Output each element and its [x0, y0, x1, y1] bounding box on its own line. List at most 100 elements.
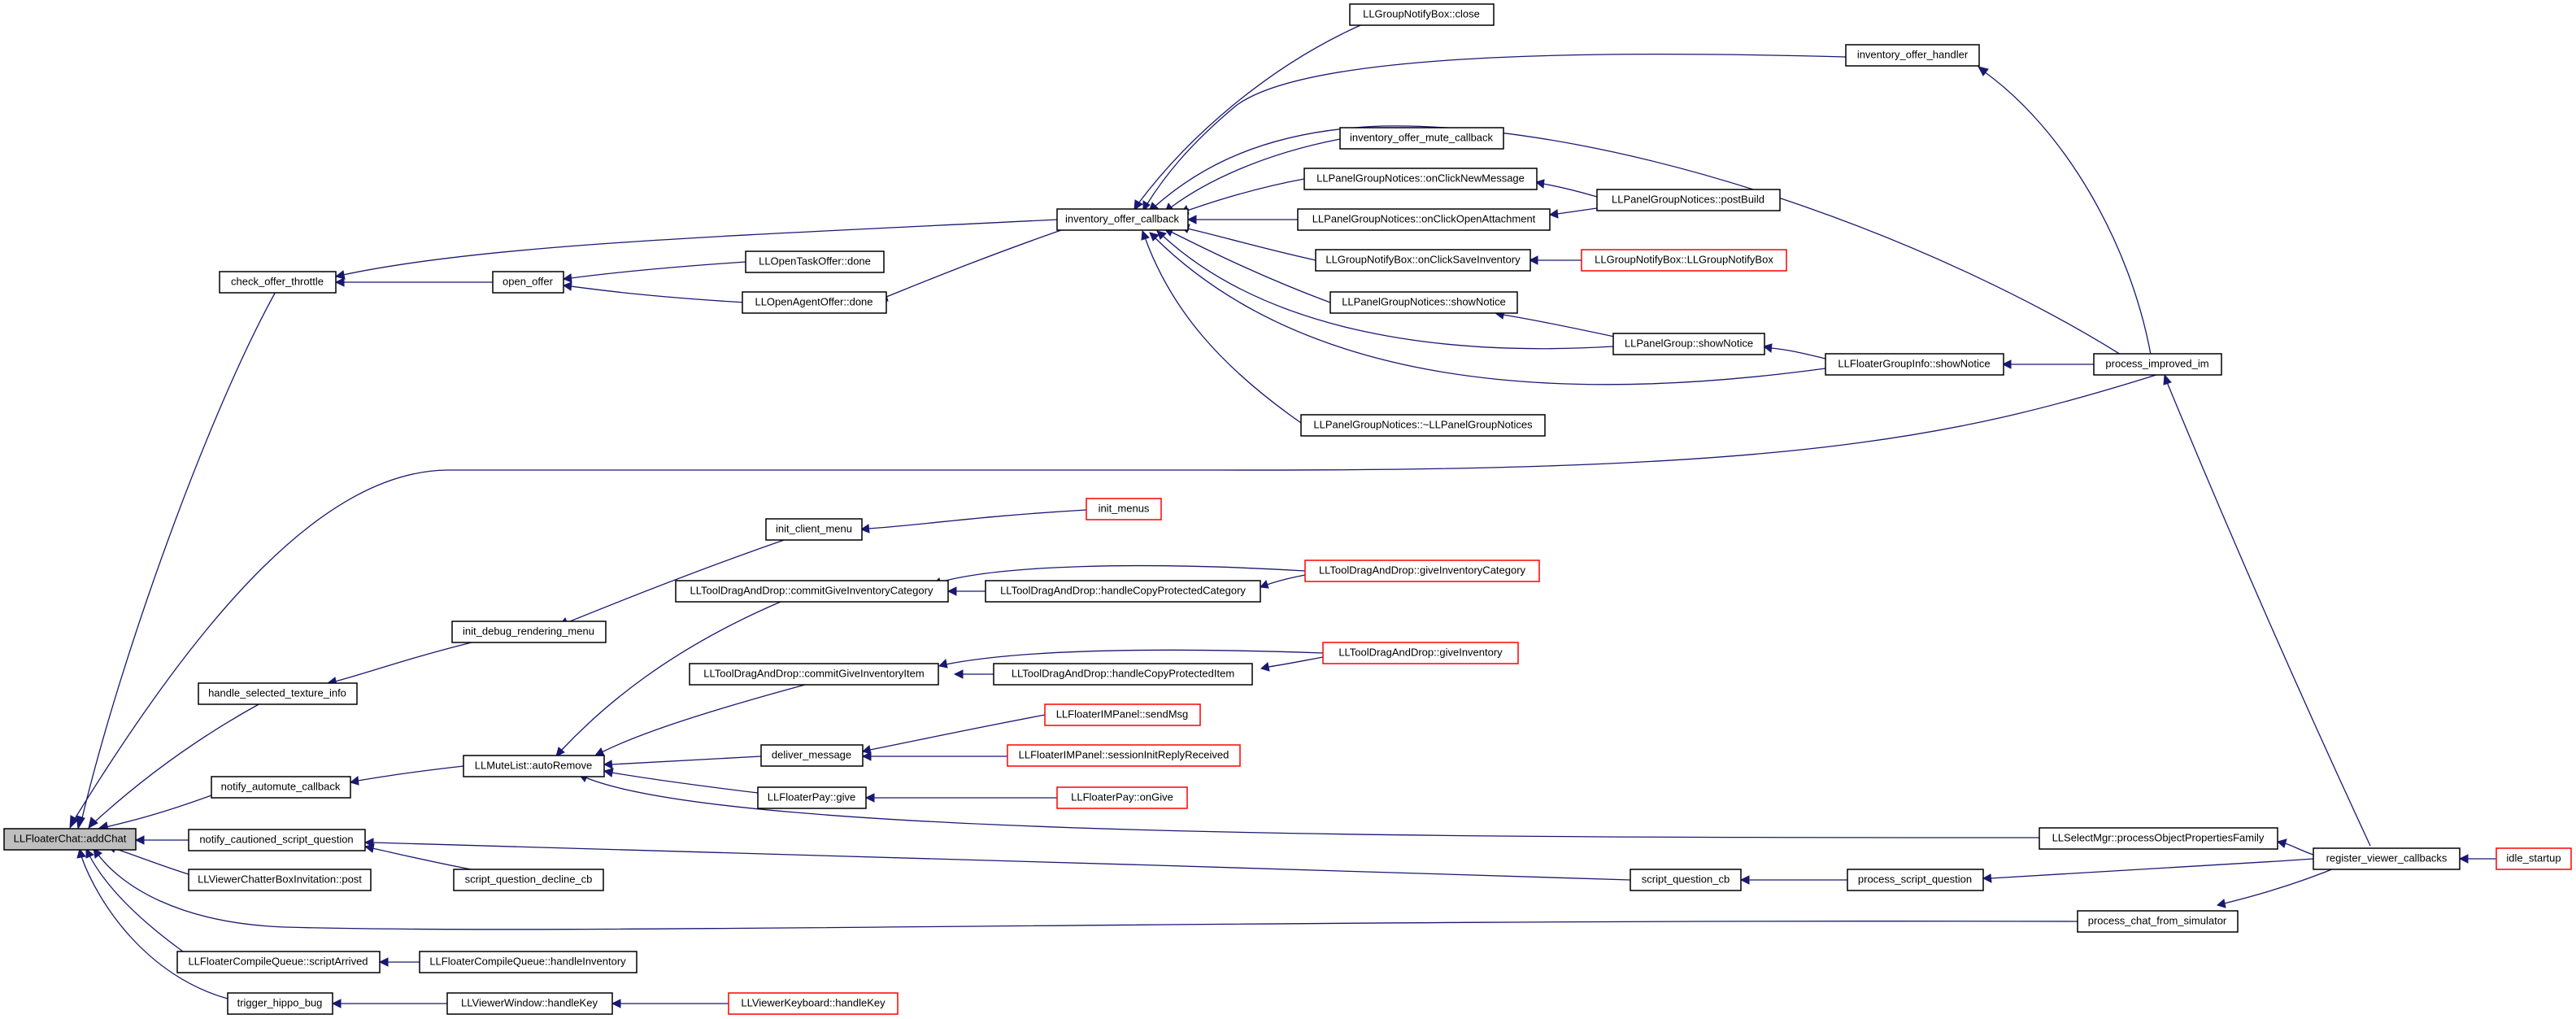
- arrowhead: [1134, 199, 1143, 211]
- node-notify-cautioned-script-question[interactable]: notify_cautioned_script_question: [188, 829, 366, 851]
- edge-chatterbox-to-addchat: [113, 847, 189, 875]
- node-viewerkeyboard-handlekey[interactable]: LLViewerKeyboard::handleKey: [728, 992, 899, 1015]
- node-label: LLToolDragAndDrop::commitGiveInventoryIt…: [703, 667, 924, 679]
- arrowhead: [1186, 215, 1197, 224]
- edge-register-to-psq: [1990, 858, 2314, 879]
- node-viewerwindow-handlekey[interactable]: LLViewerWindow::handleKey: [446, 992, 613, 1015]
- node-label: LLViewerChatterBoxInvitation::post: [198, 873, 362, 885]
- edge-offer-callback-to-openagent: [886, 229, 1062, 298]
- node-label: LLViewerKeyboard::handleKey: [741, 996, 886, 1008]
- node-openagent-done[interactable]: LLOpenAgentOffer::done: [742, 291, 887, 314]
- node-mutelist-autoremove[interactable]: LLMuteList::autoRemove: [463, 755, 605, 777]
- node-commitgiveinventoryitem[interactable]: LLToolDragAndDrop::commitGiveInventoryIt…: [689, 663, 939, 686]
- node-commitgiveinventorycategory[interactable]: LLToolDragAndDrop::commitGiveInventoryCa…: [675, 580, 949, 603]
- node-postbuild[interactable]: LLPanelGroupNotices::postBuild: [1596, 189, 1781, 211]
- node-chatterbox-post[interactable]: LLViewerChatterBoxInvitation::post: [188, 869, 372, 891]
- node-process-chat-from-simulator[interactable]: process_chat_from_simulator: [2077, 910, 2239, 933]
- arrowhead: [334, 270, 346, 280]
- edge-gic-to-cgic: [938, 564, 1306, 583]
- arrowhead: [1978, 66, 1989, 76]
- node-idle-startup[interactable]: idle_startup: [2496, 847, 2572, 870]
- node-label: notify_cautioned_script_question: [199, 833, 353, 845]
- node-inventory-offer-mute-callback[interactable]: inventory_offer_mute_callback: [1339, 127, 1504, 150]
- arrowhead: [69, 815, 79, 830]
- arrowhead: [562, 281, 572, 291]
- arrowhead: [134, 835, 145, 845]
- node-groupnotifybox-ctor[interactable]: LLGroupNotifyBox::LLGroupNotifyBox: [1581, 249, 1787, 272]
- arrowhead: [1528, 255, 1538, 265]
- node-floaterpay-give[interactable]: LLFloaterPay::give: [757, 786, 867, 809]
- edge-mute-to-offer-callback: [1170, 138, 1341, 208]
- node-giveinventory[interactable]: LLToolDragAndDrop::giveInventory: [1322, 642, 1519, 664]
- node-script-question-decline-cb[interactable]: script_question_decline_cb: [453, 869, 604, 891]
- node-panelgroupnotices-dtor[interactable]: LLPanelGroupNotices::~LLPanelGroupNotice…: [1300, 414, 1546, 437]
- node-label: process_chat_from_simulator: [2088, 914, 2227, 926]
- node-groupnotifybox-close[interactable]: LLGroupNotifyBox::close: [1349, 3, 1495, 26]
- node-onclickopenattachment[interactable]: LLPanelGroupNotices::onClickOpenAttachme…: [1297, 208, 1551, 231]
- node-handlecopyprotecteditem[interactable]: LLToolDragAndDrop::handleCopyProtectedIt…: [993, 663, 1253, 686]
- node-label: LLPanelGroupNotices::onClickNewMessage: [1316, 172, 1525, 184]
- node-floatergroupinfo-shownotice[interactable]: LLFloaterGroupInfo::showNotice: [1825, 353, 2004, 376]
- node-register-viewer-callbacks[interactable]: register_viewer_callbacks: [2313, 847, 2461, 870]
- edge-improved-im-to-offer-callback: [1154, 125, 2139, 367]
- node-label: LLFloaterCompileQueue::handleInventory: [429, 955, 626, 967]
- node-label: LLToolDragAndDrop::handleCopyProtectedIt…: [1012, 667, 1234, 679]
- edge-postbuild-to-newmessage: [1543, 183, 1598, 198]
- node-deliver-message[interactable]: deliver_message: [760, 744, 864, 767]
- edge-texture-info-to-addchat: [93, 703, 261, 824]
- node-label: LLPanelGroupNotices::~LLPanelGroupNotice…: [1313, 418, 1533, 430]
- node-process-script-question[interactable]: process_script_question: [1847, 869, 1984, 891]
- node-floaterpay-ongive[interactable]: LLFloaterPay::onGive: [1056, 786, 1188, 809]
- edge-deliver-to-autoremove: [611, 756, 762, 765]
- arrowhead: [363, 838, 374, 847]
- node-sessioninitreplyreceived[interactable]: LLFloaterIMPanel::sessionInitReplyReceiv…: [1007, 744, 1241, 767]
- node-sendmsg[interactable]: LLFloaterIMPanel::sendMsg: [1044, 703, 1201, 726]
- edge-cgic-to-autoremove: [560, 601, 781, 751]
- node-process-improved-im[interactable]: process_improved_im: [2093, 353, 2222, 376]
- node-handle-selected-texture-info[interactable]: handle_selected_texture_info: [198, 682, 358, 705]
- node-label: LLFloaterGroupInfo::showNotice: [1838, 357, 1990, 369]
- edge-pgn-shownotice-to-offer-callback: [1170, 231, 1331, 303]
- node-open-offer[interactable]: open_offer: [492, 271, 564, 294]
- node-trigger-hippo-bug[interactable]: trigger_hippo_bug: [227, 992, 333, 1015]
- node-label: check_offer_throttle: [231, 275, 324, 287]
- node-label: notify_automute_callback: [221, 780, 341, 792]
- node-notify-automute-callback[interactable]: notify_automute_callback: [211, 776, 351, 799]
- node-processobjectpropertiesfamily[interactable]: LLSelectMgr::processObjectPropertiesFami…: [2039, 827, 2278, 850]
- node-label: LLFloaterIMPanel::sendMsg: [1056, 708, 1189, 720]
- node-opentask-done[interactable]: LLOpenTaskOffer::done: [745, 250, 885, 273]
- node-compilequeue-handleinventory[interactable]: LLFloaterCompileQueue::handleInventory: [419, 951, 637, 973]
- node-onclicksaveinventory[interactable]: LLGroupNotifyBox::onClickSaveInventory: [1315, 249, 1531, 272]
- node-compilequeue-scriptarrived[interactable]: LLFloaterCompileQueue::scriptArrived: [176, 951, 381, 973]
- edge-saveinventory-to-offer-callback: [1186, 228, 1316, 261]
- node-check-offer-throttle[interactable]: check_offer_throttle: [219, 271, 337, 294]
- node-init-menus[interactable]: init_menus: [1086, 498, 1162, 520]
- arrowhead: [76, 815, 85, 830]
- node-panelgroup-shownotice[interactable]: LLPanelGroup::showNotice: [1612, 333, 1765, 355]
- edge-cgii-to-autoremove: [601, 684, 806, 753]
- edge-sqcb-to-cautioned: [372, 842, 1631, 881]
- arrowhead: [93, 847, 102, 859]
- arrowhead: [861, 751, 872, 761]
- node-inventory-offer-callback[interactable]: inventory_offer_callback: [1056, 208, 1189, 231]
- node-script-question-cb[interactable]: script_question_cb: [1630, 869, 1742, 891]
- node-label: inventory_offer_callback: [1065, 212, 1179, 224]
- arrowhead: [1982, 873, 1992, 883]
- node-label: LLPanelGroupNotices::postBuild: [1612, 193, 1764, 205]
- node-addchat[interactable]: LLFloaterChat::addChat: [3, 828, 137, 851]
- node-label: LLToolDragAndDrop::handleCopyProtectedCa…: [1000, 584, 1246, 596]
- arrowhead: [1141, 229, 1150, 241]
- edge-pg-shownotice-to-offer-callback: [1162, 235, 1614, 350]
- node-init-client-menu[interactable]: init_client_menu: [765, 518, 863, 541]
- arrowhead: [562, 273, 572, 283]
- node-init-debug-rendering-menu[interactable]: init_debug_rendering_menu: [451, 621, 607, 643]
- node-onclicknewmessage[interactable]: LLPanelGroupNotices::onClickNewMessage: [1303, 168, 1538, 190]
- node-label: LLFloaterIMPanel::sessionInitReplyReceiv…: [1019, 748, 1229, 760]
- node-panelgroupnotices-shownotice[interactable]: LLPanelGroupNotices::showNotice: [1329, 291, 1518, 314]
- node-giveinventorycategory[interactable]: LLToolDragAndDrop::giveInventoryCategory: [1304, 560, 1540, 582]
- node-handlecopyprotectedcategory[interactable]: LLToolDragAndDrop::handleCopyProtectedCa…: [985, 580, 1261, 603]
- node-inventory-offer-handler[interactable]: inventory_offer_handler: [1845, 44, 1980, 67]
- edge-autoremove-to-automute: [357, 765, 464, 782]
- node-label: init_client_menu: [776, 522, 852, 534]
